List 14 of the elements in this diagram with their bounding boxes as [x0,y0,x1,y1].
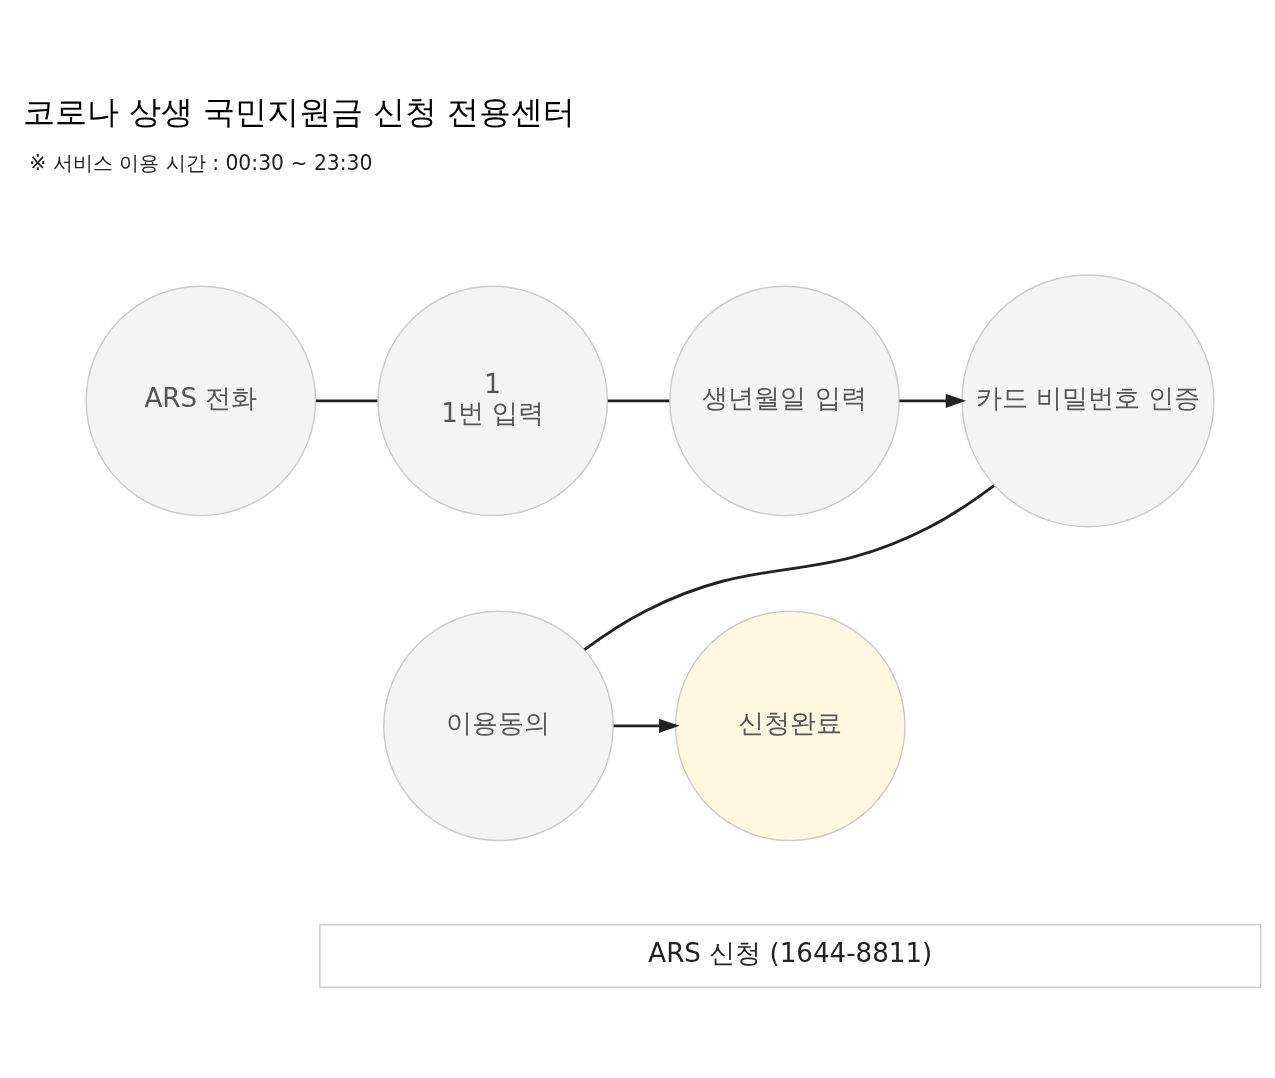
diagram-title: 코로나 상생 국민지원금 신청 전용센터 [22,92,576,131]
node-circle: ARS 전화 [85,284,317,516]
connector [316,398,378,402]
connector [607,398,670,402]
label: ※ 서비스 이용 시간 : 00:30 ~ 23:30 [29,150,373,175]
node-circle: 신청완료 [674,609,906,841]
arrow [613,718,680,733]
node-box: ARS 신청 (1644-8811) [319,923,1262,988]
node-circle: 1 1번 입력 [377,284,609,516]
node-circle: 카드 비밀번호 인증 [961,273,1215,527]
connector [583,484,995,651]
arrow [899,393,967,408]
node-circle: 이용동의 [383,609,614,841]
node-circle: 생년월일 입력 [669,284,900,516]
